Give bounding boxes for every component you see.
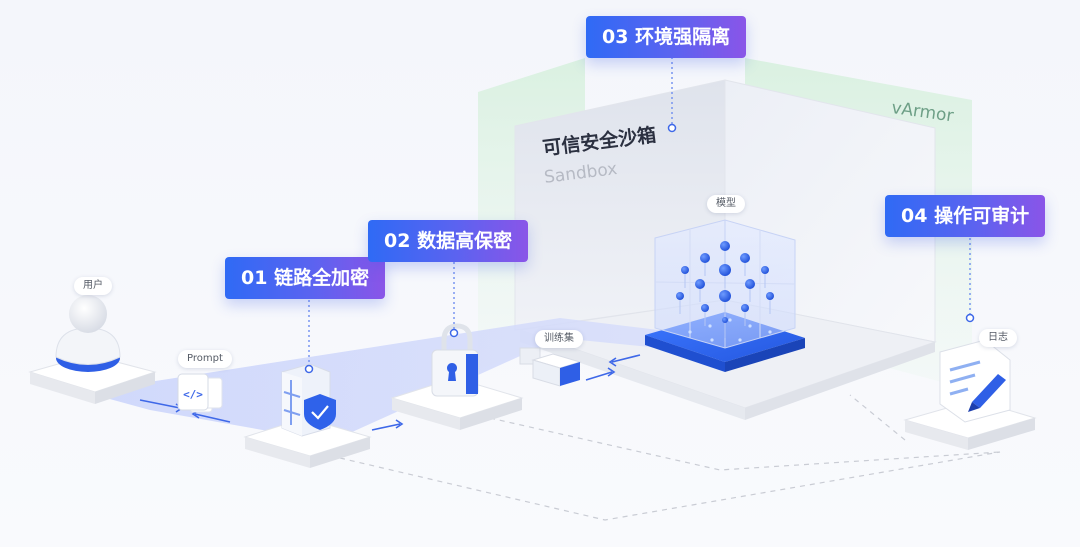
model-node-dot [740, 253, 750, 263]
model-base-light [708, 324, 712, 328]
prompt-node: </> [177, 373, 223, 413]
model-node-dot [700, 253, 710, 263]
model-node-dot [681, 266, 689, 274]
step-label: 数据高保密 [417, 230, 513, 252]
model-base-light [728, 318, 732, 322]
step-number: 01 [241, 267, 268, 289]
step-tag-03: 03 环境强隔离 [586, 16, 747, 58]
log-label: 日志 [979, 329, 1017, 347]
model-node-dot [745, 279, 755, 289]
lock-icon [447, 362, 457, 381]
model-node-dot [695, 279, 705, 289]
prompt-label: Prompt [178, 350, 232, 368]
step-tag-04: 04 操作可审计 [885, 195, 1046, 237]
model-node-dot [701, 304, 709, 312]
connector-step-02 [449, 262, 459, 338]
flow-arrow-4 [585, 367, 616, 381]
step-number: 02 [384, 230, 411, 252]
model-node-graph [676, 241, 774, 342]
flow-path [95, 318, 700, 442]
model-node-dot [720, 241, 730, 251]
step-number: 03 [602, 26, 629, 48]
dashed-route [339, 394, 1001, 521]
shield-icon [304, 394, 336, 430]
model-base-light [748, 324, 752, 328]
code-icon: </> [183, 388, 203, 401]
step-number: 04 [901, 205, 928, 227]
connector-step-01 [304, 300, 314, 374]
connector-step-03 [667, 57, 677, 133]
model-base-light [768, 330, 772, 334]
data-secure-node [390, 323, 524, 430]
model-node-dot [676, 292, 684, 300]
step-tag-02: 02 数据高保密 [368, 220, 529, 262]
model-node-dot [722, 317, 728, 323]
model-label: 模型 [707, 195, 745, 213]
model-base-light [688, 330, 692, 334]
pen-icon [972, 374, 1006, 408]
training-set-node [519, 347, 582, 387]
user-label: 用户 [74, 277, 112, 295]
encryption-node [243, 363, 372, 468]
model-node-dot [741, 304, 749, 312]
flow-arrow-5 [608, 354, 641, 367]
flow-arrow-3 [371, 419, 404, 431]
step-label: 环境强隔离 [635, 26, 731, 48]
step-tag-01: 01 链路全加密 [225, 257, 386, 299]
model-node-dot [719, 290, 731, 302]
model-node-dot [761, 266, 769, 274]
model-node [645, 219, 805, 372]
model-node-dot [719, 264, 731, 276]
user-avatar-icon [69, 295, 107, 333]
step-label: 操作可审计 [934, 205, 1030, 227]
step-label: 链路全加密 [274, 267, 370, 289]
model-base-light [738, 338, 742, 342]
log-node [903, 339, 1037, 450]
model-base-light [710, 338, 714, 342]
user-node [28, 295, 157, 404]
sandbox-floor-edge-left [520, 330, 745, 420]
sandbox-floor-edge [745, 342, 935, 420]
model-node-dot [766, 292, 774, 300]
training-set-label: 训练集 [535, 330, 583, 348]
connector-step-04 [965, 238, 975, 323]
